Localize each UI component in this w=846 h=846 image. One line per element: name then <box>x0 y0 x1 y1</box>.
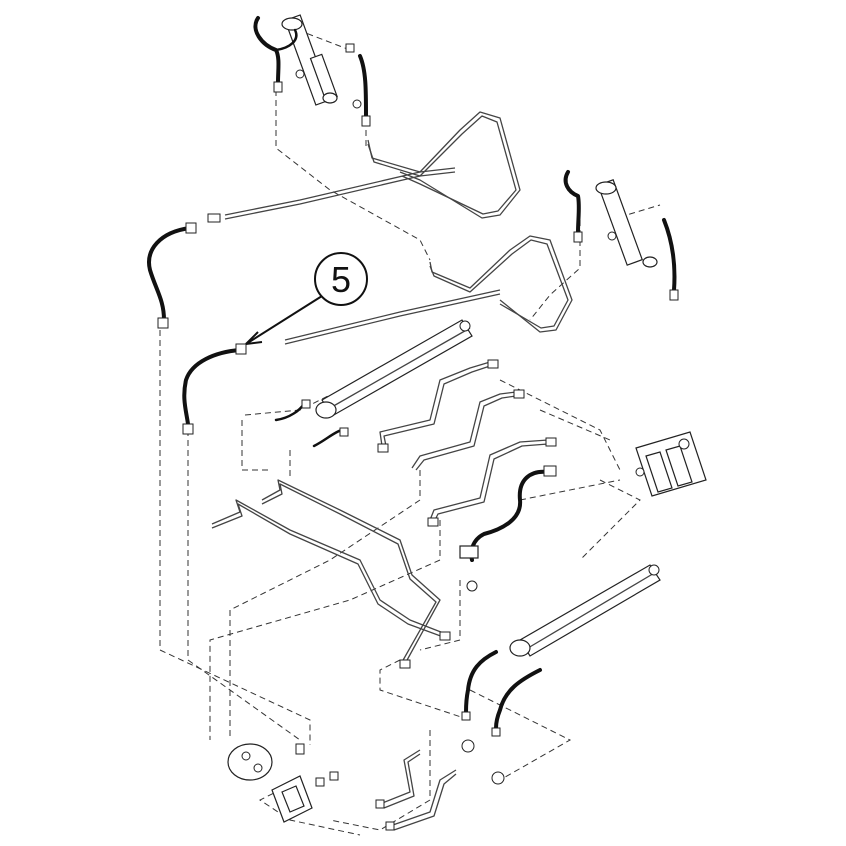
hose-5 <box>182 343 247 435</box>
middle-tube-loop <box>284 235 573 345</box>
central-long-hose <box>459 465 557 592</box>
left-bent-tubes <box>211 479 451 669</box>
middle-tube-set <box>377 359 557 527</box>
upper-left-cylinder <box>281 14 362 109</box>
bottom-valve-assembly <box>227 743 339 823</box>
lift-cylinder-lower <box>509 564 661 657</box>
upper-right-cylinder <box>595 179 658 268</box>
callout-circle <box>314 252 368 306</box>
upper-tube-loop <box>224 111 521 220</box>
control-valve-right <box>635 431 707 497</box>
lower-hoses <box>461 650 542 785</box>
upper-left-hose <box>147 213 221 329</box>
callout-arrow <box>245 295 323 345</box>
callout-5: 5 <box>245 252 368 345</box>
callout-label: 5 <box>331 259 351 300</box>
lift-cylinder-middle <box>315 319 473 419</box>
dashed-connection-lines <box>159 29 661 836</box>
upper-right-cylinder-hoses <box>563 170 679 301</box>
upper-left-cylinder-hoses <box>253 16 371 127</box>
small-hoses-middle <box>274 399 349 448</box>
bottom-bent-tubes <box>375 749 457 831</box>
